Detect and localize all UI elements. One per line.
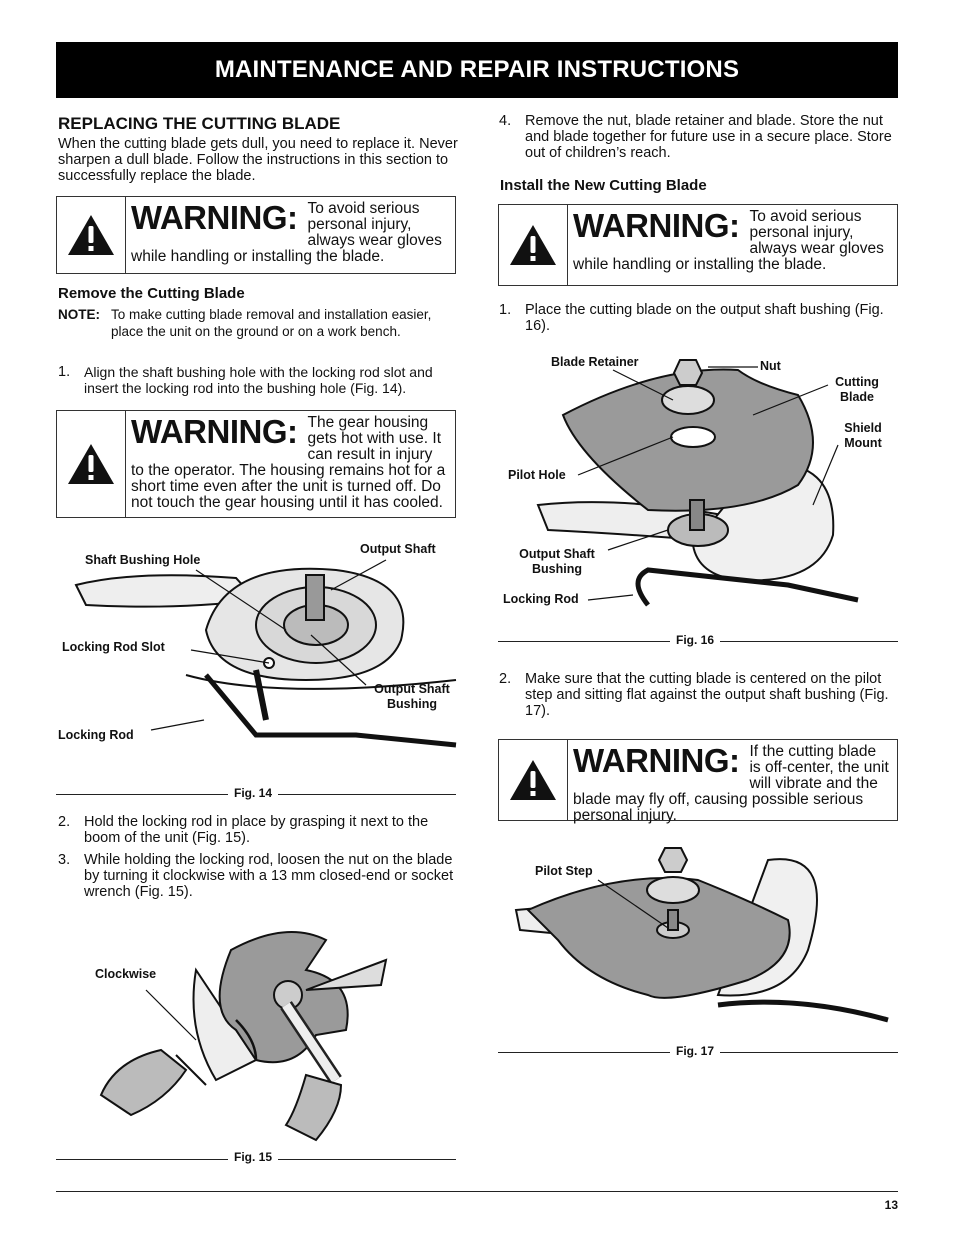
warning-word: WARNING: bbox=[573, 742, 740, 779]
step-number: 2. bbox=[499, 671, 512, 687]
step-text: Place the cutting blade on the output sh… bbox=[525, 302, 884, 334]
label-locking-rod-slot: Locking Rod Slot bbox=[62, 640, 165, 654]
install-step-1: 1. Place the cutting blade on the output… bbox=[499, 302, 897, 336]
label-output-shaft-bushing: Output Shaft Bushing bbox=[374, 682, 450, 711]
warning-text: To avoid serious personal injury, always… bbox=[131, 200, 442, 265]
label-output-shaft: Output Shaft bbox=[360, 542, 436, 556]
label-pilot-step: Pilot Step bbox=[535, 864, 593, 878]
step-text: Remove the nut, blade retainer and blade… bbox=[525, 113, 892, 161]
section-title: REPLACING THE CUTTING BLADE bbox=[58, 114, 341, 133]
install-subtitle: Install the New Cutting Blade bbox=[500, 177, 707, 194]
step-3: 3. While holding the locking rod, loosen… bbox=[58, 852, 458, 902]
footer-rule bbox=[56, 1191, 898, 1192]
warning-box-gloves-install: WARNING:To avoid serious personal injury… bbox=[498, 204, 898, 286]
fig14-illustration bbox=[74, 559, 457, 748]
remove-subtitle: Remove the Cutting Blade bbox=[58, 285, 245, 302]
step-2: 2. Hold the locking rod in place by gras… bbox=[58, 814, 458, 848]
warning-triangle-icon bbox=[57, 411, 126, 517]
fig16-illustration bbox=[536, 359, 859, 607]
label-locking-rod: Locking Rod bbox=[58, 728, 134, 742]
note-text: To make cutting blade removal and instal… bbox=[111, 307, 432, 339]
warning-word: WARNING: bbox=[573, 207, 740, 244]
warning-text: If the cutting blade is off-center, the … bbox=[573, 743, 889, 824]
step-number: 1. bbox=[58, 364, 71, 380]
warning-word: WARNING: bbox=[131, 413, 298, 450]
label-clockwise: Clockwise bbox=[95, 967, 157, 981]
warning-triangle-icon bbox=[499, 740, 568, 820]
label-blade-retainer: Blade Retainer bbox=[551, 355, 639, 369]
fig16-caption: Fig. 16 bbox=[670, 633, 721, 647]
label-locking-rod: Locking Rod bbox=[503, 592, 579, 606]
step-4: 4. Remove the nut, blade retainer and bl… bbox=[499, 113, 897, 163]
step-number: 3. bbox=[58, 852, 71, 868]
page-banner: MAINTENANCE AND REPAIR INSTRUCTIONS bbox=[56, 42, 898, 98]
fig15-caption: Fig. 15 bbox=[228, 1150, 279, 1164]
fig17-illustration bbox=[514, 847, 889, 1023]
label-nut: Nut bbox=[760, 359, 781, 373]
install-step-2: 2. Make sure that the cutting blade is c… bbox=[499, 671, 897, 721]
label-shaft-bushing-hole: Shaft Bushing Hole bbox=[85, 553, 201, 567]
warning-box-gear-housing: WARNING:The gear housing gets hot with u… bbox=[56, 410, 456, 518]
warning-text: To avoid serious personal injury, always… bbox=[573, 208, 884, 273]
warning-triangle-icon bbox=[499, 205, 568, 285]
fig15-illustration bbox=[99, 931, 388, 1142]
warning-box-gloves: WARNING:To avoid serious personal injury… bbox=[56, 196, 456, 274]
step-number: 1. bbox=[499, 302, 512, 318]
step-text: Make sure that the cutting blade is cent… bbox=[525, 671, 889, 719]
step-text: Align the shaft bushing hole with the lo… bbox=[84, 364, 433, 396]
label-shield-mount: Shield Mount bbox=[844, 421, 882, 450]
fig17-caption: Fig. 17 bbox=[670, 1044, 721, 1058]
intro-paragraph: When the cutting blade gets dull, you ne… bbox=[58, 136, 458, 184]
step-1: 1. Align the shaft bushing hole with the… bbox=[58, 364, 458, 398]
warning-word: WARNING: bbox=[131, 199, 298, 236]
page-number: 13 bbox=[884, 1198, 898, 1212]
warning-triangle-icon bbox=[57, 197, 126, 273]
note-label: NOTE: bbox=[58, 307, 100, 322]
step-text: While holding the locking rod, loosen th… bbox=[84, 852, 454, 900]
step-number: 2. bbox=[58, 814, 71, 830]
label-pilot-hole: Pilot Hole bbox=[508, 468, 566, 482]
warning-text: The gear housing gets hot with use. It c… bbox=[131, 414, 446, 511]
warning-box-off-center: WARNING:If the cutting blade is off-cent… bbox=[498, 739, 898, 824]
label-output-shaft-bushing: Output Shaft Bushing bbox=[519, 547, 595, 576]
step-number: 4. bbox=[499, 113, 512, 129]
fig14-caption: Fig. 14 bbox=[228, 786, 279, 800]
label-cutting-blade: Cutting Blade bbox=[835, 375, 879, 404]
step-text: Hold the locking rod in place by graspin… bbox=[84, 814, 429, 846]
